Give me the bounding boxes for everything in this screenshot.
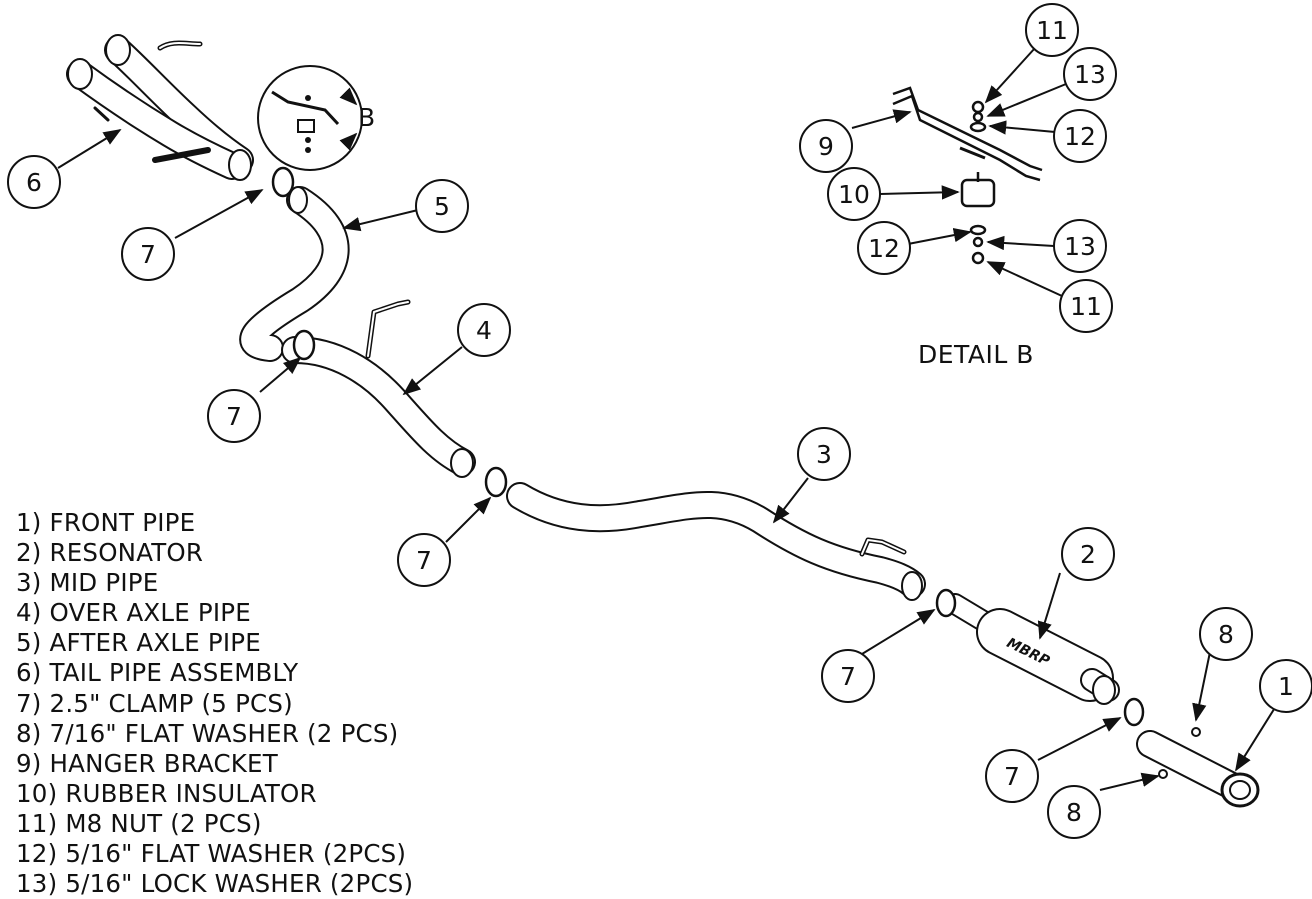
parts-list-item: 5) AFTER AXLE PIPE [16, 628, 261, 658]
svg-text:7: 7 [416, 546, 432, 575]
callout-11-a: 11 [1025, 3, 1079, 57]
parts-list-item: 7) 2.5" CLAMP (5 PCS) [16, 688, 293, 718]
mid-pipe [506, 482, 926, 601]
svg-text:10: 10 [838, 180, 870, 209]
svg-text:6: 6 [26, 168, 42, 197]
svg-text:9: 9 [818, 132, 834, 161]
svg-text:11: 11 [1036, 16, 1068, 45]
hanger-detail [892, 86, 1043, 265]
nut-bottom [971, 251, 985, 265]
svg-text:5: 5 [434, 192, 450, 221]
callout-3: 3 [797, 427, 851, 481]
detail-label: DETAIL B [918, 340, 1034, 369]
svg-text:7: 7 [1004, 762, 1020, 791]
clamp-1 [271, 166, 295, 198]
svg-text:8: 8 [1218, 620, 1234, 649]
callout-7-d: 7 [821, 649, 875, 703]
callout-12-a: 12 [857, 221, 911, 275]
svg-text:3: 3 [816, 440, 832, 469]
svg-text:13: 13 [1074, 60, 1106, 89]
parts-list-item: 6) TAIL PIPE ASSEMBLY [16, 658, 299, 688]
leader-lines [57, 47, 1277, 791]
detail-marker: B [358, 103, 375, 132]
svg-text:8: 8 [1066, 798, 1082, 827]
svg-text:11: 11 [1070, 292, 1102, 321]
callout-4: 4 [457, 303, 511, 357]
clamp-5 [1123, 697, 1145, 727]
callout-6: 6 [7, 155, 61, 209]
parts-list-item: 13) 5/16" LOCK WASHER (2PCS) [16, 869, 414, 899]
clamp-4 [935, 588, 957, 618]
parts-list-item: 4) OVER AXLE PIPE [16, 598, 251, 628]
detail-b-view: B [257, 65, 375, 171]
parts-list-item: 11) M8 NUT (2 PCS) [16, 808, 262, 838]
svg-text:12: 12 [1064, 122, 1096, 151]
parts-list-item: 10) RUBBER INSULATOR [16, 778, 317, 808]
parts-list: 1) FRONT PIPE 2) RESONATOR 3) MID PIPE 4… [16, 508, 413, 899]
callout-7-e: 7 [985, 749, 1039, 803]
callouts: 6 7 5 4 7 7 3 2 7 8 1 7 8 9 10 12 11 13 … [7, 3, 1312, 839]
svg-text:4: 4 [476, 316, 492, 345]
rubber-insulator [960, 178, 996, 208]
parts-list-item: 8) 7/16" FLAT WASHER (2 PCS) [16, 718, 399, 748]
tail-pipe-assembly [66, 34, 254, 181]
hanger-bracket [892, 86, 1043, 172]
svg-text:13: 13 [1064, 232, 1096, 261]
callout-5: 5 [415, 179, 469, 233]
resonator: MBRP [944, 593, 1120, 705]
callout-9: 9 [799, 119, 853, 173]
after-axle-pipe [239, 186, 350, 362]
callout-13-a: 13 [1063, 47, 1117, 101]
callout-10: 10 [827, 167, 881, 221]
svg-text:1: 1 [1278, 672, 1294, 701]
parts-list-item: 12) 5/16" FLAT WASHER (2PCS) [16, 839, 407, 869]
nut-top [971, 100, 985, 114]
callout-13-b: 13 [1053, 219, 1107, 273]
svg-text:12: 12 [868, 234, 900, 263]
clamps [271, 166, 1145, 727]
callout-8-a: 8 [1199, 607, 1253, 661]
clamp-2 [292, 329, 316, 361]
callout-7-c: 7 [397, 533, 451, 587]
over-axle-pipe [281, 299, 476, 478]
callout-7-a: 7 [121, 227, 175, 281]
callout-11-b: 11 [1059, 279, 1113, 333]
callout-1: 1 [1259, 659, 1312, 713]
callout-12-b: 12 [1053, 109, 1107, 163]
callout-7-b: 7 [207, 389, 261, 443]
callout-2: 2 [1061, 527, 1115, 581]
callout-8-b: 8 [1047, 785, 1101, 839]
svg-text:7: 7 [140, 240, 156, 269]
parts-list-item: 1) FRONT PIPE [16, 508, 196, 537]
front-pipe [1136, 727, 1260, 808]
clamp-3 [484, 466, 508, 498]
parts-list-item: 3) MID PIPE [16, 568, 159, 598]
svg-text:7: 7 [840, 662, 856, 691]
svg-text:2: 2 [1080, 540, 1096, 569]
parts-list-item: 2) RESONATOR [16, 538, 204, 568]
parts-list-item: 9) HANGER BRACKET [16, 748, 278, 778]
svg-text:7: 7 [226, 402, 242, 431]
